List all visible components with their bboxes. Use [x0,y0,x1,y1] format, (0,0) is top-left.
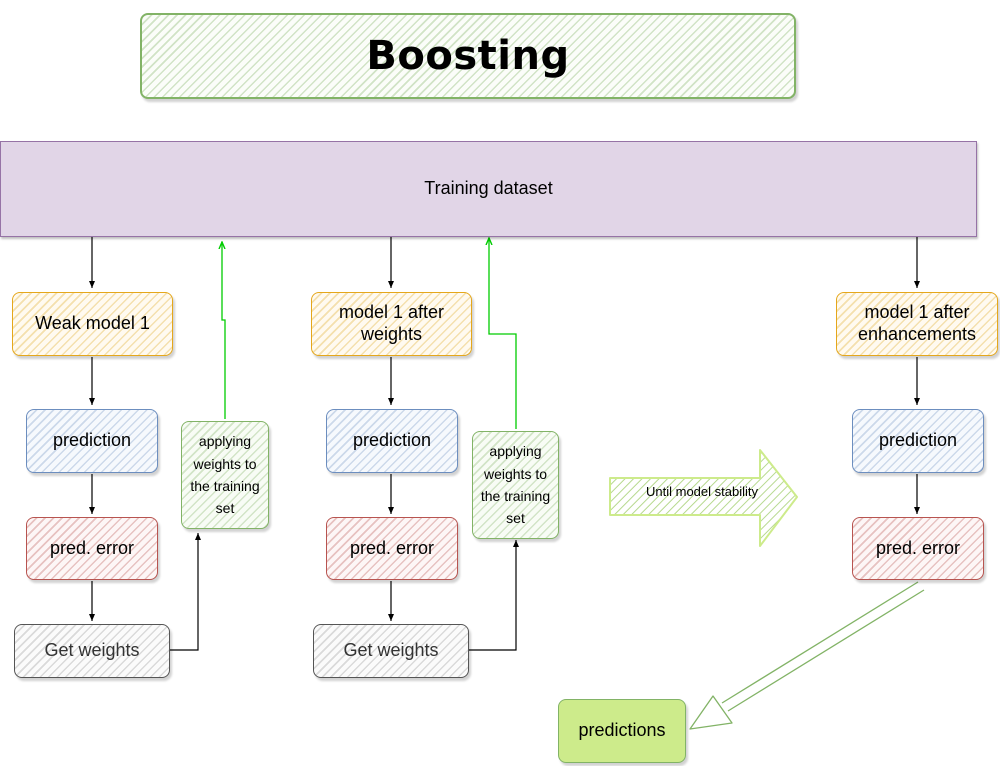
get-weights-box-1: Get weights [14,624,170,678]
output-arrow [689,581,925,730]
feedback-apply-to-dataset-2 [489,238,517,429]
model-after-weights-box: model 1 after weights [311,292,472,356]
pred-error-box-3: pred. error [852,517,984,580]
feedback-apply-to-dataset-1 [222,242,226,419]
apply-weights-box-2: applying weights to the training set [472,431,559,539]
arrow-weights-to-apply-1 [170,533,201,651]
arrow-weights-to-apply-2 [469,540,519,651]
prediction-box-1: prediction [26,409,158,473]
predictions-box: predictions [558,699,686,763]
training-dataset-box: Training dataset [0,141,977,237]
weak-model-1-box: Weak model 1 [12,292,173,356]
pred-error-box-1: pred. error [26,517,158,580]
apply-weights-box-1: applying weights to the training set [181,421,269,529]
diagram-title: Boosting [140,13,796,99]
prediction-box-3: prediction [852,409,984,473]
model-after-enhancements-box: model 1 after enhancements [836,292,998,356]
get-weights-box-2: Get weights [313,624,469,678]
stability-arrow-label: Until model stability [646,484,758,499]
pred-error-box-2: pred. error [326,517,458,580]
prediction-box-2: prediction [326,409,458,473]
